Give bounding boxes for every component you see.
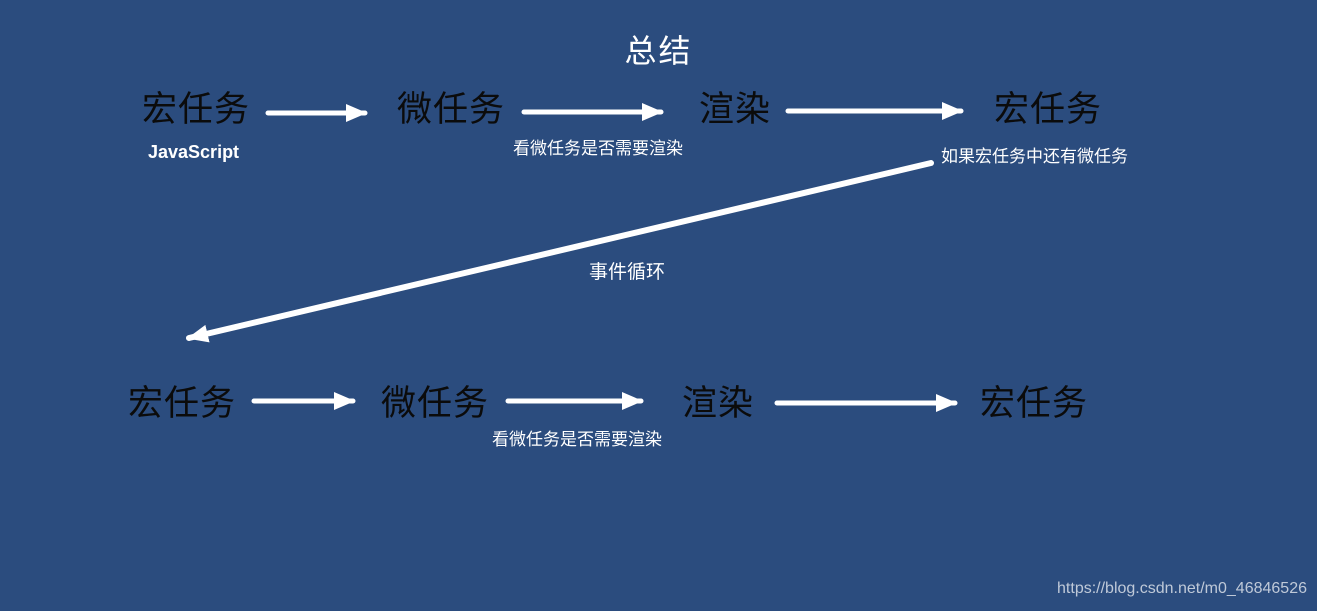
top-render-check-label: 看微任务是否需要渲染: [513, 139, 683, 158]
top-node-macro-task-2: 宏任务: [994, 90, 1103, 129]
event-loop-label: 事件循环: [589, 262, 666, 283]
bottom-node-micro-task: 微任务: [381, 384, 490, 423]
bottom-render-check-label: 看微任务是否需要渲染: [492, 430, 662, 449]
arrow-event-loop-diagonal: [186, 160, 934, 343]
bottom-node-macro-task-1: 宏任务: [128, 384, 237, 423]
slide-title: 总结: [624, 33, 693, 69]
top-node-micro-task: 微任务: [397, 90, 506, 129]
javascript-label: JavaScript: [148, 142, 240, 162]
macro-has-micro-label: 如果宏任务中还有微任务: [941, 147, 1128, 166]
top-node-render: 渲染: [699, 90, 772, 129]
top-node-macro-task-1: 宏任务: [142, 90, 251, 129]
bottom-node-macro-task-2: 宏任务: [980, 384, 1089, 423]
csdn-watermark: https://blog.csdn.net/m0_46846526: [1057, 580, 1307, 597]
bottom-node-render: 渲染: [682, 384, 755, 423]
